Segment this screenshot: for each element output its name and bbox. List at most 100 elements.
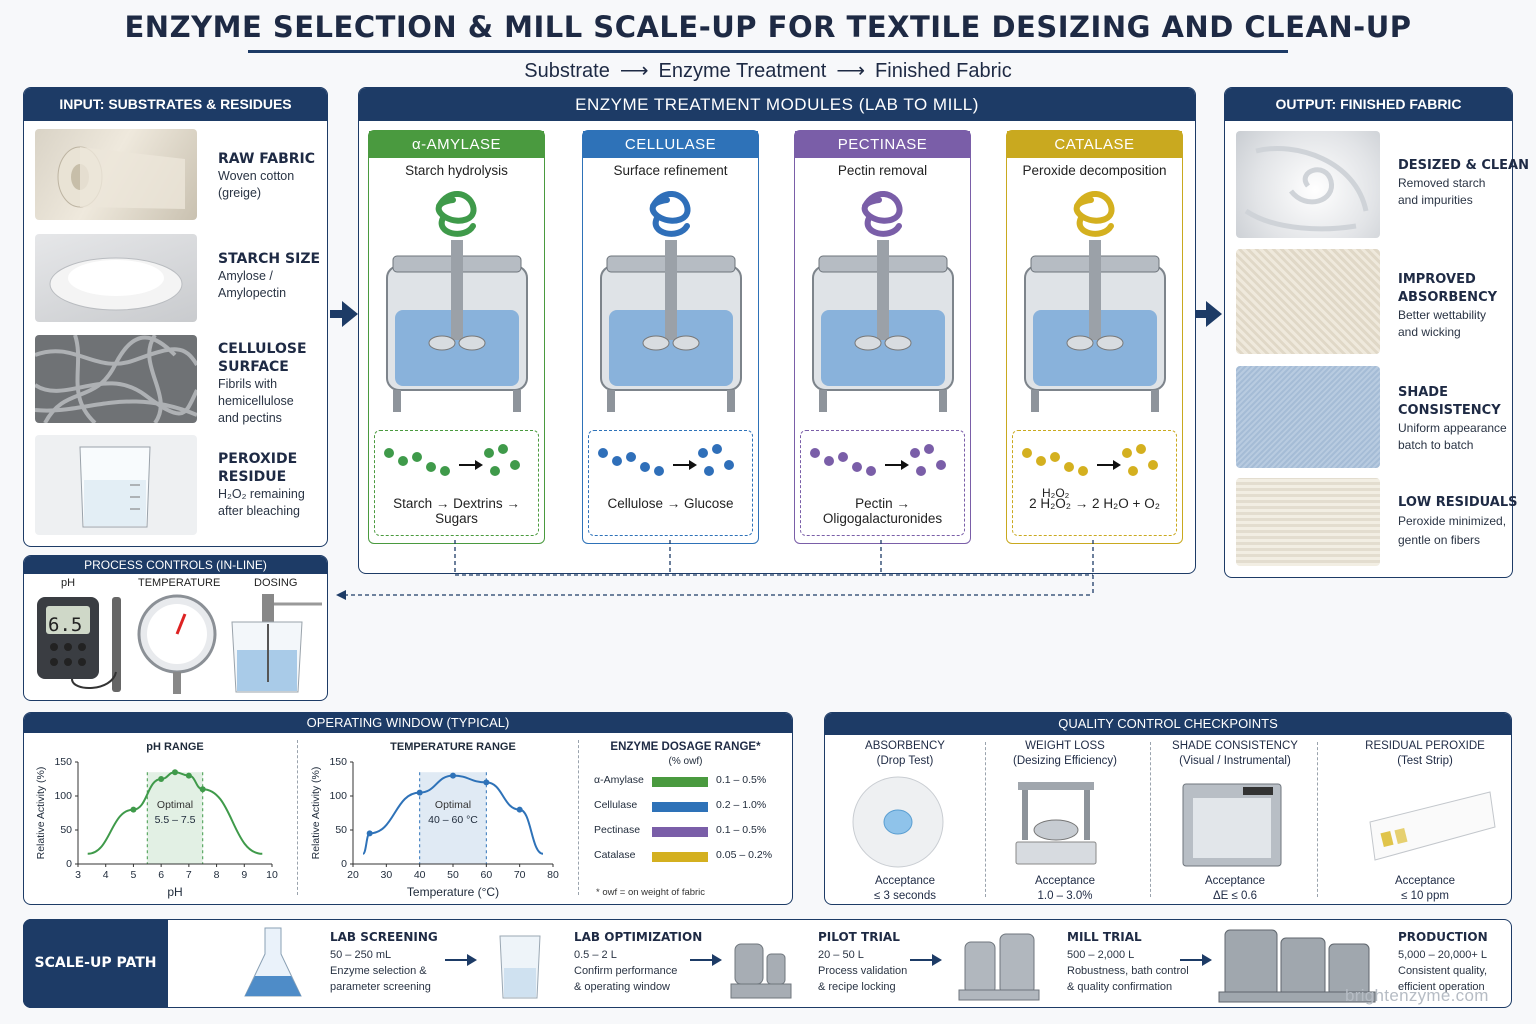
y-tick-label: 50 bbox=[60, 824, 72, 836]
flask-icon bbox=[244, 927, 302, 997]
chart-divider bbox=[578, 740, 579, 895]
x-tick-label: 60 bbox=[480, 869, 492, 881]
input-item-cellulose-surface: CELLULOSE SURFACE Fibrils with hemicellu… bbox=[218, 340, 307, 427]
data-point bbox=[158, 776, 165, 782]
optimal-range-label: 5.5 – 7.5 bbox=[155, 814, 196, 826]
cellulose-surface-image bbox=[33, 333, 199, 425]
step-desc: efficient operation bbox=[1398, 981, 1485, 993]
optimal-label: Optimal bbox=[157, 799, 193, 811]
item-label: LOW RESIDUALS bbox=[1398, 495, 1518, 510]
arrow-right-icon: ⟶ bbox=[836, 60, 866, 82]
step-title: MILL TRIAL bbox=[1067, 930, 1142, 944]
peroxide-residue-image bbox=[35, 435, 197, 535]
item-label: CELLULOSE bbox=[218, 341, 307, 357]
acceptance-value: ≤ 3 seconds bbox=[874, 890, 936, 902]
data-point bbox=[172, 769, 178, 776]
output-item-shade: SHADE CONSISTENCY Uniform appearance bat… bbox=[1398, 384, 1507, 454]
dosage-chart-title: ENZYME DOSAGE RANGE* bbox=[610, 741, 761, 753]
item-label: IMPROVED bbox=[1398, 272, 1476, 287]
optimal-band bbox=[419, 772, 487, 864]
reaction-molecules-icon bbox=[384, 444, 520, 476]
step-volume: 500 – 2,000 L bbox=[1067, 949, 1135, 961]
qc-title-3: RESIDUAL PEROXIDE(Test Strip) bbox=[1335, 739, 1515, 769]
reactor-icon bbox=[812, 191, 954, 412]
x-tick-label: 4 bbox=[103, 869, 109, 881]
qc-divider bbox=[1317, 742, 1318, 897]
y-axis-label: Relative Activity (%) bbox=[35, 767, 47, 860]
qc-acceptance-3: Acceptance≤ 10 ppm bbox=[1335, 874, 1515, 904]
step-volume: 20 – 50 L bbox=[818, 949, 864, 961]
qc-name: WEIGHT LOSS bbox=[1025, 740, 1105, 752]
reaction-box-1: Cellulose → Glucose bbox=[588, 430, 753, 536]
subtitle-treatment: Enzyme Treatment bbox=[658, 60, 827, 82]
ph-label: pH bbox=[61, 577, 76, 589]
acceptance-value: ΔE ≤ 0.6 bbox=[1212, 890, 1258, 902]
enzyme-molecule-icon bbox=[861, 191, 903, 237]
module-card-2: PECTINASE Pectin removal bbox=[794, 130, 971, 544]
step-arrow-icon bbox=[1180, 954, 1212, 966]
reaction-equation: Starch → Dextrins → Sugars bbox=[393, 496, 520, 526]
item-desc: (greige) bbox=[218, 186, 262, 200]
item-label: CONSISTENCY bbox=[1398, 403, 1501, 418]
item-desc: Peroxide minimized, bbox=[1398, 514, 1507, 528]
qc-illustrations bbox=[852, 776, 1496, 868]
step-volume: 5,000 – 20,000+ L bbox=[1398, 949, 1487, 961]
mill-reactor-icon bbox=[958, 933, 1040, 1001]
qc-method: (Desizing Efficiency) bbox=[1013, 755, 1117, 767]
x-tick-label: 6 bbox=[158, 869, 164, 881]
flow-arrow-icon bbox=[1194, 301, 1222, 327]
module-subtitle: Surface refinement bbox=[613, 163, 728, 178]
scaleup-step-0: LAB SCREENING 50 – 250 mL Enzyme selecti… bbox=[330, 930, 438, 995]
module-name: CATALASE bbox=[1007, 131, 1182, 158]
y-axis-label: Relative Activity (%) bbox=[310, 767, 322, 860]
x-tick-label: 10 bbox=[266, 869, 278, 881]
step-arrow-icon bbox=[690, 954, 722, 966]
operating-header: OPERATING WINDOW (TYPICAL) bbox=[24, 713, 792, 733]
qc-acceptance-0: Acceptance≤ 3 seconds bbox=[815, 874, 995, 904]
dosage-category: Cellulase bbox=[594, 799, 638, 811]
scaleup-illustrations bbox=[244, 927, 1376, 1003]
item-desc: after bleaching bbox=[218, 504, 301, 518]
item-desc: H₂O₂ remaining bbox=[218, 487, 305, 501]
data-point bbox=[199, 786, 206, 793]
optimal-band bbox=[147, 772, 203, 864]
starch-size-image bbox=[35, 234, 197, 322]
low-residual-fabric-image bbox=[1236, 478, 1380, 566]
step-desc: parameter screening bbox=[330, 981, 431, 993]
item-label: DESIZED & CLEAN bbox=[1398, 158, 1530, 173]
scaleup-step-3: MILL TRIAL 500 – 2,000 L Robustness, bat… bbox=[1067, 930, 1189, 995]
reaction-box-3: 2 H₂O₂ → 2 H₂O + O₂ bbox=[1012, 430, 1177, 536]
acceptance-value: ≤ 10 ppm bbox=[1401, 890, 1449, 902]
x-axis-label: pH bbox=[167, 885, 182, 899]
x-tick-label: 50 bbox=[447, 869, 459, 881]
enzyme-molecule-icon bbox=[1073, 191, 1115, 237]
dosage-row: Pectinase 0.1 – 0.5% bbox=[588, 824, 788, 842]
data-point bbox=[483, 779, 490, 786]
ph-meter-icon bbox=[37, 597, 121, 692]
feedback-lines bbox=[336, 540, 1094, 600]
x-tick-label: 40 bbox=[414, 869, 426, 881]
y-tick-label: 0 bbox=[66, 858, 72, 870]
dosage-label: 0.2 – 1.0% bbox=[716, 799, 767, 811]
item-desc: Better wettability bbox=[1398, 308, 1487, 322]
output-item-absorbency: IMPROVED ABSORBENCY Better wettability a… bbox=[1398, 271, 1497, 341]
output-item-desized: DESIZED & CLEAN Removed starch and impur… bbox=[1398, 157, 1529, 209]
chart-title: pH RANGE bbox=[146, 741, 203, 753]
output-header: OUTPUT: FINISHED FABRIC bbox=[1225, 88, 1512, 121]
dosage-row: Catalase 0.05 – 0.2% bbox=[588, 849, 788, 867]
x-tick-label: 70 bbox=[514, 869, 526, 881]
step-title: PILOT TRIAL bbox=[818, 930, 900, 944]
title-underline bbox=[248, 50, 1288, 53]
reaction-molecules-icon bbox=[598, 444, 734, 476]
dosage-unit: (% owf) bbox=[668, 756, 703, 767]
module-name: α-AMYLASE bbox=[369, 131, 544, 158]
qc-name: RESIDUAL PEROXIDE bbox=[1365, 740, 1485, 752]
absorbent-fabric-image bbox=[1236, 249, 1380, 354]
item-desc: Fibrils with bbox=[218, 377, 278, 391]
test-strip-icon bbox=[1369, 791, 1496, 861]
qc-divider bbox=[1150, 742, 1151, 897]
item-desc: Removed starch bbox=[1398, 176, 1486, 190]
reaction-molecules-icon bbox=[1022, 444, 1158, 476]
